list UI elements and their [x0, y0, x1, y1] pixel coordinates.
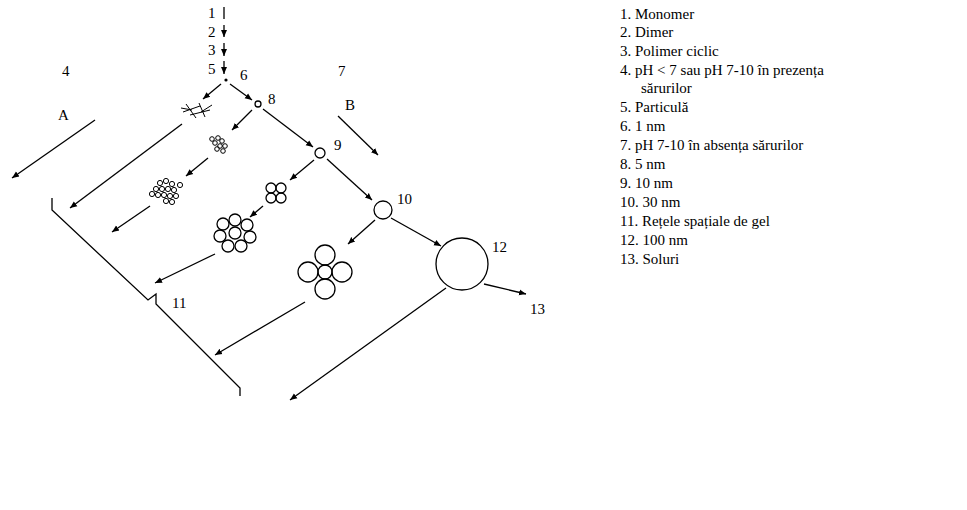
callout-number: B: [345, 96, 355, 114]
callout-number: 3: [208, 41, 216, 59]
key-entry: 2. Dimer: [620, 23, 673, 41]
callout-number: 2: [208, 23, 216, 41]
key-entry: 3. Polimer ciclic: [620, 42, 719, 60]
key-entry: 9. 10 nm: [620, 174, 673, 192]
callout-number: 11: [172, 294, 186, 312]
key-entry: 1. Monomer: [620, 5, 694, 23]
callout-number: 7: [338, 62, 346, 80]
callout-number: 12: [492, 238, 507, 256]
callout-number: 13: [530, 300, 545, 318]
callout-number: 4: [62, 62, 70, 80]
callout-number: 8: [268, 90, 276, 108]
callout-number: A: [58, 106, 69, 124]
key-entry: 4. pH < 7 sau pH 7-10 în prezența săruri…: [620, 61, 841, 97]
callout-number: 6: [240, 66, 248, 84]
callout-number: 9: [334, 136, 342, 154]
key-entry: 11. Rețele spațiale de gel: [620, 212, 770, 230]
callout-number: 1: [208, 4, 216, 22]
key-entry: 8. 5 nm: [620, 155, 665, 173]
key-entry: 7. pH 7-10 în absența sărurilor: [620, 136, 803, 154]
key-entry: 13. Soluri: [620, 250, 679, 268]
callout-number: 10: [397, 190, 412, 208]
key-entry: 6. 1 nm: [620, 117, 665, 135]
key-entry: 10. 30 nm: [620, 193, 680, 211]
key-entry: 12. 100 nm: [620, 231, 688, 249]
key-entry: 5. Particulă: [620, 98, 688, 116]
callout-number: 5: [208, 60, 216, 78]
